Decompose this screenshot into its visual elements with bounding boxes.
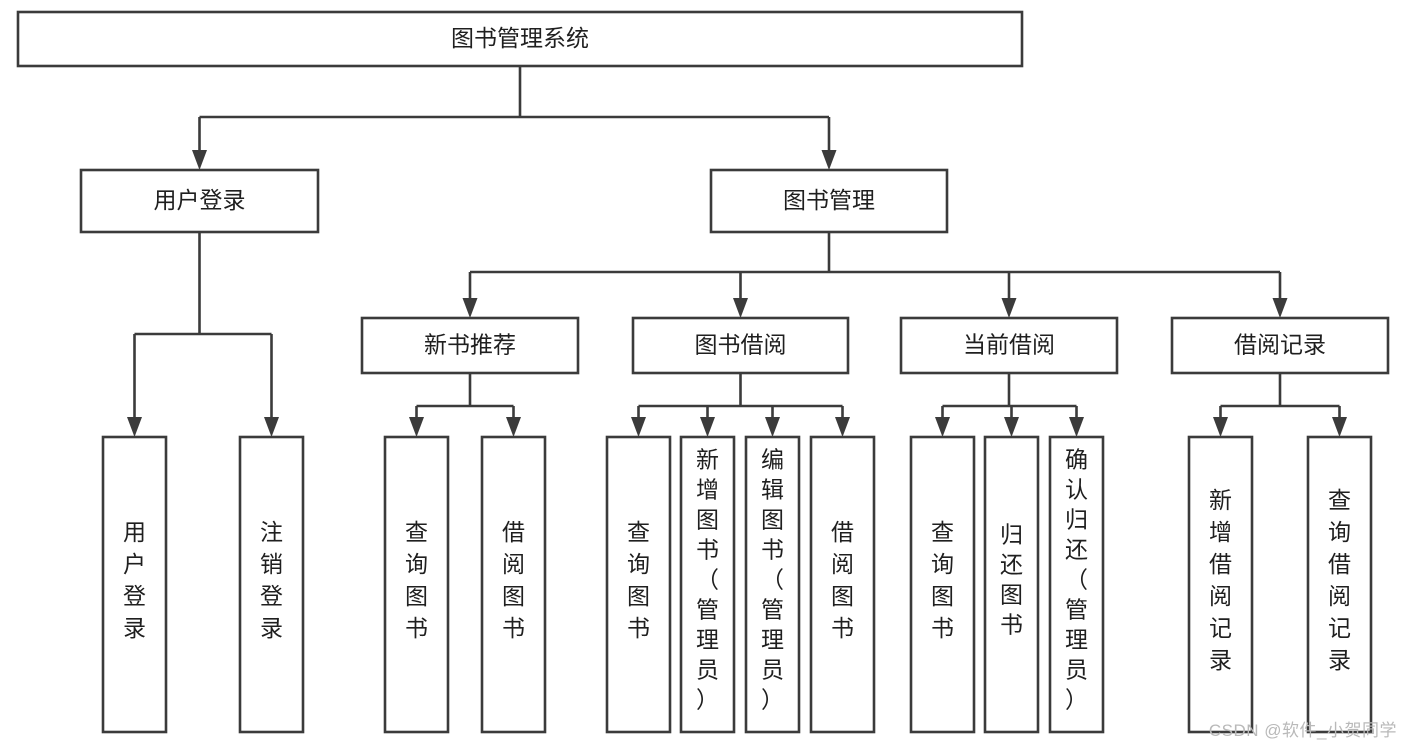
node-rect	[709, 168, 949, 234]
node-label: 图书借阅	[695, 332, 787, 358]
node-label: 用户登录	[123, 519, 146, 641]
node-label: 图书管理	[783, 187, 875, 213]
node-rect	[631, 316, 850, 375]
node-record[interactable]: 借阅记录	[1170, 316, 1390, 375]
node-rect	[383, 435, 450, 734]
node-label: 查询图书	[627, 519, 650, 641]
node-leaf9[interactable]: 查询图书	[909, 435, 976, 734]
node-leaf5[interactable]: 查询图书	[605, 435, 672, 734]
node-rect	[605, 435, 672, 734]
node-leaf13[interactable]: 查询借阅记录	[1306, 435, 1373, 734]
node-label: 新书推荐	[424, 332, 516, 358]
node-leaf7[interactable]: 编辑图书（管理员）	[744, 435, 801, 734]
node-boxes: 图书管理系统用户登录图书管理新书推荐图书借阅当前借阅借阅记录用户登录注销登录查询…	[16, 10, 1390, 734]
node-leaf8[interactable]: 借阅图书	[809, 435, 876, 734]
node-rect	[480, 435, 547, 734]
arrow-head-icon	[1004, 417, 1019, 437]
arrow-head-icon	[765, 417, 780, 437]
node-rect	[909, 435, 976, 734]
node-current[interactable]: 当前借阅	[899, 316, 1119, 375]
node-leaf11[interactable]: 确认归还（管理员）	[1048, 435, 1105, 734]
node-bookmgmt[interactable]: 图书管理	[709, 168, 949, 234]
arrow-head-icon	[935, 417, 950, 437]
node-rect	[1187, 435, 1254, 734]
node-rect	[238, 435, 305, 734]
connector-links	[127, 66, 1347, 437]
arrow-head-icon	[192, 150, 207, 170]
node-rect	[1048, 435, 1105, 734]
arrow-head-icon	[821, 150, 837, 170]
node-root[interactable]: 图书管理系统	[16, 10, 1024, 68]
arrow-head-icon	[1213, 417, 1228, 437]
node-rect	[101, 435, 168, 734]
node-rect	[809, 435, 876, 734]
node-label: 借阅记录	[1234, 332, 1326, 358]
node-label: 用户登录	[154, 187, 246, 213]
node-label: 当前借阅	[963, 332, 1055, 358]
node-rect	[1170, 316, 1390, 375]
node-rect	[16, 10, 1024, 68]
node-label: 查询借阅记录	[1328, 487, 1351, 673]
node-login[interactable]: 用户登录	[79, 168, 320, 234]
node-rect	[1306, 435, 1373, 734]
node-leaf4[interactable]: 借阅图书	[480, 435, 547, 734]
node-rect	[983, 435, 1040, 734]
arrow-head-icon	[1069, 417, 1084, 437]
node-label: 查询图书	[931, 519, 954, 641]
node-rect	[899, 316, 1119, 375]
node-rect	[744, 435, 801, 734]
node-label: 新增图书（管理员）	[696, 446, 719, 712]
arrow-head-icon	[506, 417, 521, 437]
node-leaf2[interactable]: 注销登录	[238, 435, 305, 734]
arrow-head-icon	[1001, 298, 1017, 318]
node-label: 新增借阅记录	[1209, 487, 1232, 673]
node-leaf1[interactable]: 用户登录	[101, 435, 168, 734]
node-borrow[interactable]: 图书借阅	[631, 316, 850, 375]
arrow-head-icon	[700, 417, 715, 437]
arrow-head-icon	[835, 417, 850, 437]
arrow-head-icon	[264, 417, 279, 437]
node-label: 借阅图书	[831, 519, 854, 641]
arrow-head-icon	[1272, 298, 1288, 318]
arrow-head-icon	[462, 298, 478, 318]
node-leaf6[interactable]: 新增图书（管理员）	[679, 435, 736, 734]
node-label: 确认归还（管理员）	[1065, 446, 1088, 712]
node-leaf3[interactable]: 查询图书	[383, 435, 450, 734]
node-label: 查询图书	[405, 519, 428, 641]
arrow-head-icon	[733, 298, 748, 318]
node-leaf10[interactable]: 归还图书	[983, 435, 1040, 734]
node-rect	[360, 316, 580, 375]
node-newbook[interactable]: 新书推荐	[360, 316, 580, 375]
node-label: 编辑图书（管理员）	[761, 446, 784, 712]
node-label: 归还图书	[1000, 521, 1023, 637]
node-leaf12[interactable]: 新增借阅记录	[1187, 435, 1254, 734]
arrow-head-icon	[127, 417, 142, 437]
node-rect	[679, 435, 736, 734]
node-label: 借阅图书	[502, 519, 525, 641]
node-rect	[79, 168, 320, 234]
arrow-head-icon	[631, 417, 646, 437]
arrow-head-icon	[409, 417, 424, 437]
node-label: 注销登录	[260, 519, 283, 641]
arrow-head-icon	[1332, 417, 1347, 437]
node-label: 图书管理系统	[451, 25, 589, 51]
